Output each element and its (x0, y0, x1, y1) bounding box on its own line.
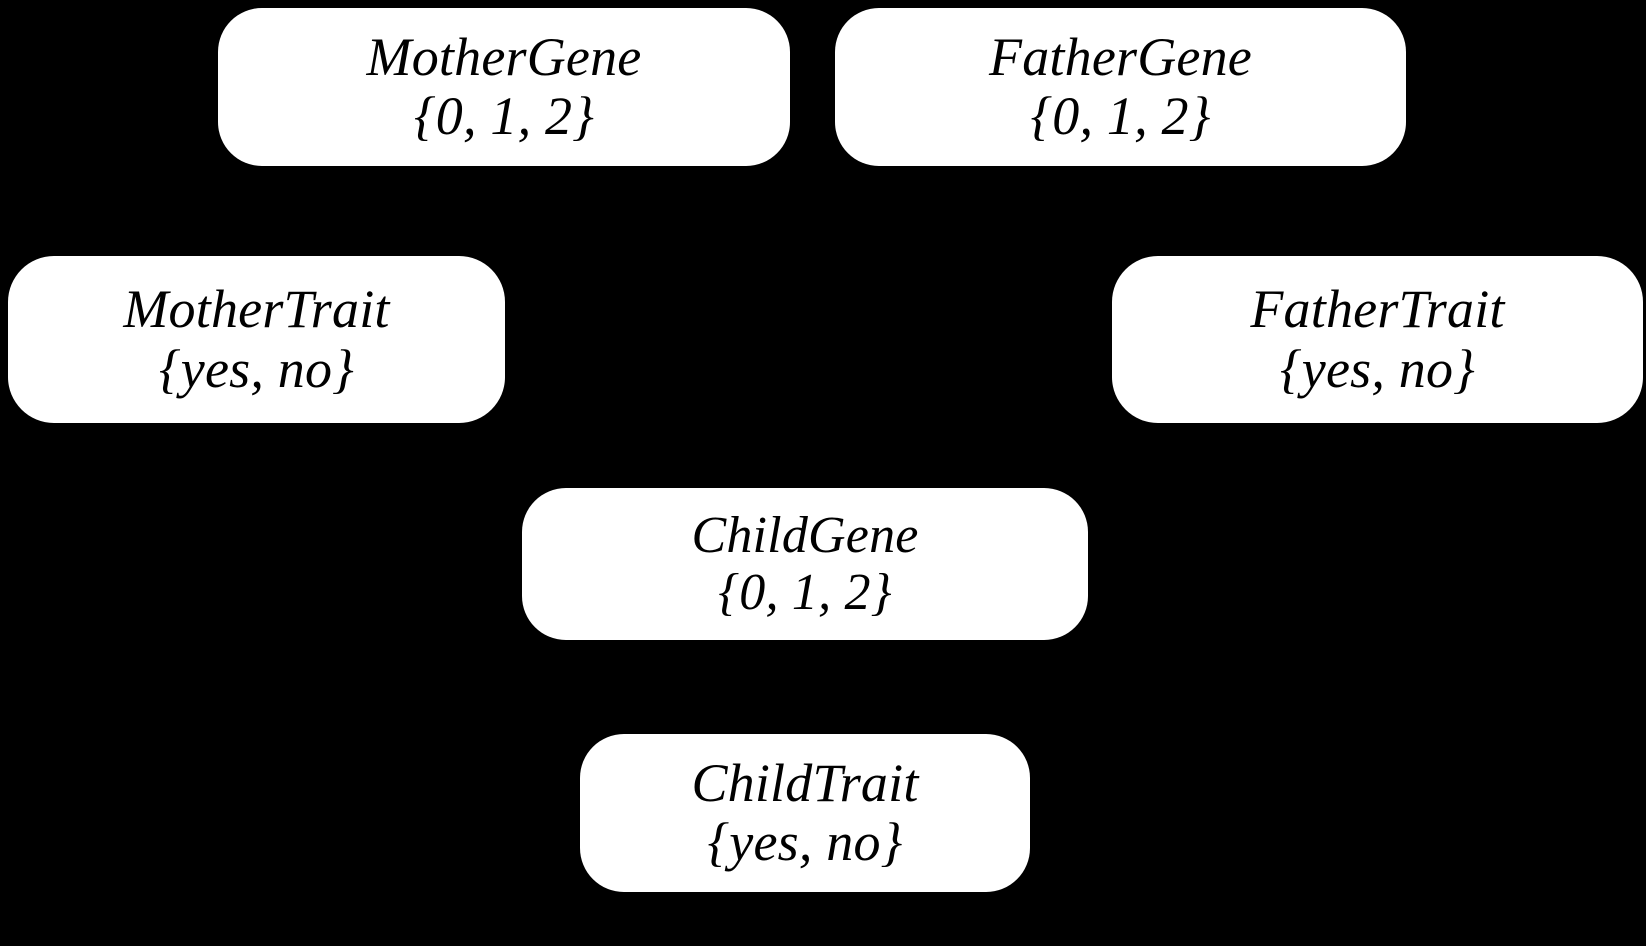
node-child-gene-label: ChildGene (691, 506, 919, 564)
node-mother-trait-label: MotherTrait (123, 279, 390, 340)
node-mother-trait-domain: {yes, no} (159, 338, 354, 399)
node-child-trait-label: ChildTrait (691, 752, 919, 813)
node-mother-gene[interactable]: MotherGene {0, 1, 2} (218, 8, 790, 166)
node-father-trait-domain: {yes, no} (1280, 338, 1475, 399)
node-father-gene-domain: {0, 1, 2} (1030, 86, 1211, 146)
node-mother-trait[interactable]: MotherTrait {yes, no} (8, 256, 505, 423)
node-father-trait-label: FatherTrait (1250, 279, 1505, 340)
node-child-trait[interactable]: ChildTrait {yes, no} (580, 734, 1030, 892)
node-mother-gene-domain: {0, 1, 2} (414, 86, 594, 146)
node-child-gene-domain: {0, 1, 2} (718, 564, 892, 621)
node-mother-gene-label: MotherGene (366, 26, 642, 87)
node-child-trait-domain: {yes, no} (707, 812, 903, 872)
node-child-gene[interactable]: ChildGene {0, 1, 2} (522, 488, 1088, 640)
node-father-gene-label: FatherGene (989, 26, 1252, 87)
node-father-gene[interactable]: FatherGene {0, 1, 2} (835, 8, 1406, 166)
node-father-trait[interactable]: FatherTrait {yes, no} (1112, 256, 1643, 423)
